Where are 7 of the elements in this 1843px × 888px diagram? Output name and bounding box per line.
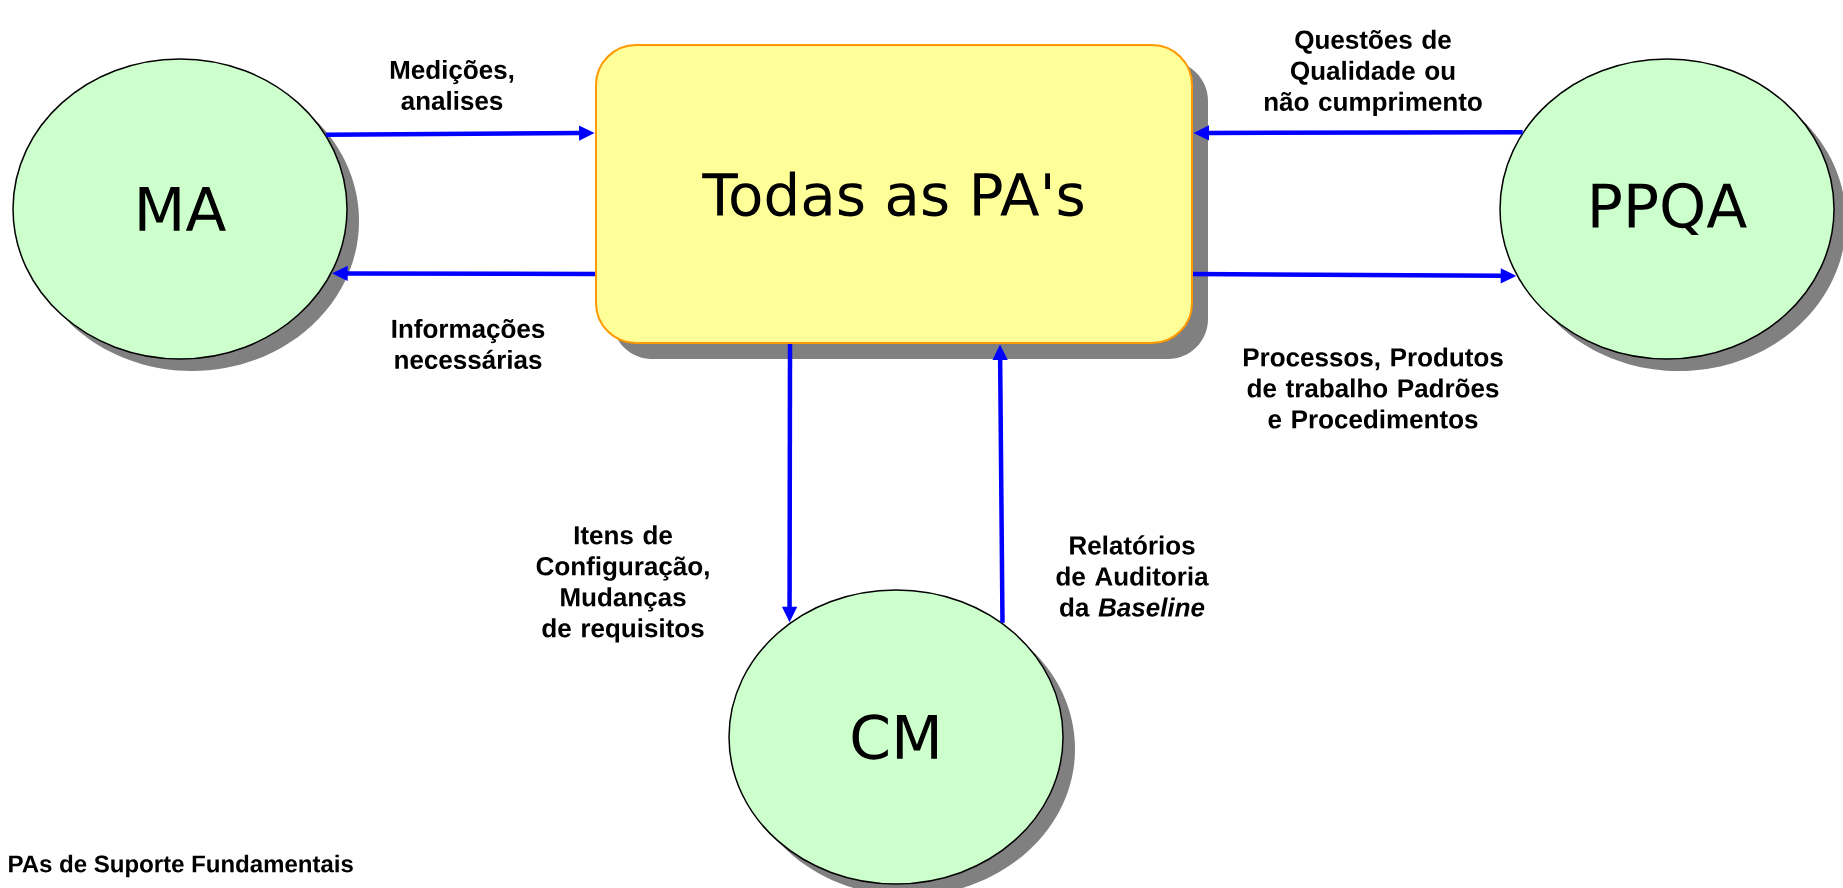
process-box: Todas as PA's <box>595 44 1193 344</box>
footer-text: PAs de Suporte Fundamentais <box>9 854 353 878</box>
circle-node: MA <box>12 58 348 360</box>
edge-label: Informações necessárias <box>392 318 545 370</box>
edge-label: Medições, analises <box>390 59 514 111</box>
edge-label: Itens de Configuração, Mudanças de requisitos <box>536 525 709 643</box>
edge-label: Questões de Qualidade ou não cumprimento <box>1264 29 1482 117</box>
